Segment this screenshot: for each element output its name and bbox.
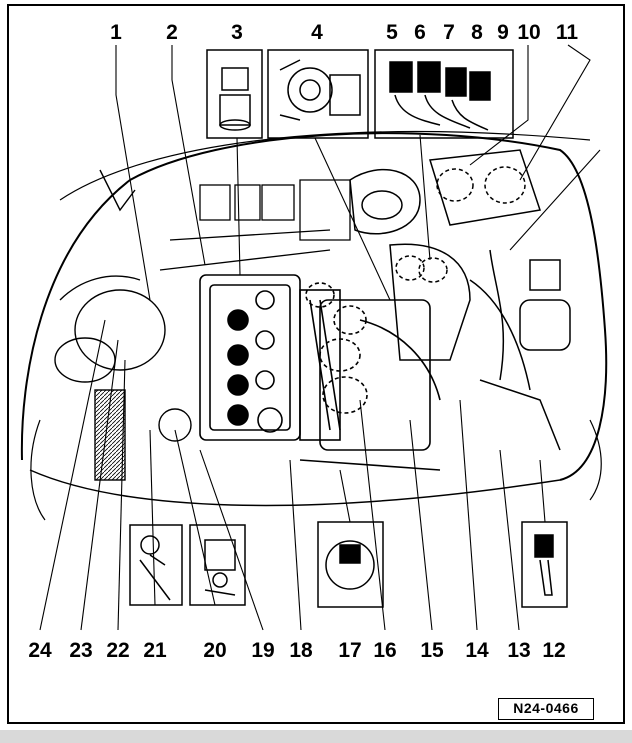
- callout-1: 1: [110, 21, 122, 44]
- callout-23: 23: [69, 639, 93, 662]
- callout-22: 22: [106, 639, 130, 662]
- bottom-strip: [0, 730, 632, 743]
- inset-12: [521, 521, 568, 608]
- engine-block: [199, 274, 441, 471]
- firewall-components: [159, 179, 351, 271]
- callout-15: 15: [420, 639, 444, 662]
- callout-6: 6: [414, 21, 426, 44]
- callout-7: 7: [443, 21, 455, 44]
- callout-3: 3: [231, 21, 243, 44]
- callout-2: 2: [166, 21, 178, 44]
- inset-3: [206, 49, 263, 139]
- figure-code: N24-0466: [498, 698, 594, 720]
- inset-5-9: [374, 49, 514, 139]
- callout-24: 24: [28, 639, 52, 662]
- inset-20: [189, 524, 246, 606]
- callout-4: 4: [311, 21, 323, 44]
- callout-11: 11: [555, 21, 579, 44]
- inset-21: [129, 524, 183, 606]
- callout-12: 12: [542, 639, 566, 662]
- callout-9: 9: [497, 21, 509, 44]
- callout-17: 17: [338, 639, 362, 662]
- callout-19: 19: [251, 639, 275, 662]
- leader-lines: [39, 44, 601, 631]
- callout-13: 13: [507, 639, 531, 662]
- inset-17: [317, 521, 384, 608]
- callout-8: 8: [471, 21, 483, 44]
- callout-18: 18: [289, 639, 313, 662]
- callout-16: 16: [373, 639, 397, 662]
- callout-14: 14: [465, 639, 489, 662]
- inset-4: [267, 49, 369, 139]
- callout-10: 10: [517, 21, 541, 44]
- callout-21: 21: [143, 639, 167, 662]
- callout-5: 5: [386, 21, 398, 44]
- callout-20: 20: [203, 639, 227, 662]
- right-components: [349, 149, 571, 451]
